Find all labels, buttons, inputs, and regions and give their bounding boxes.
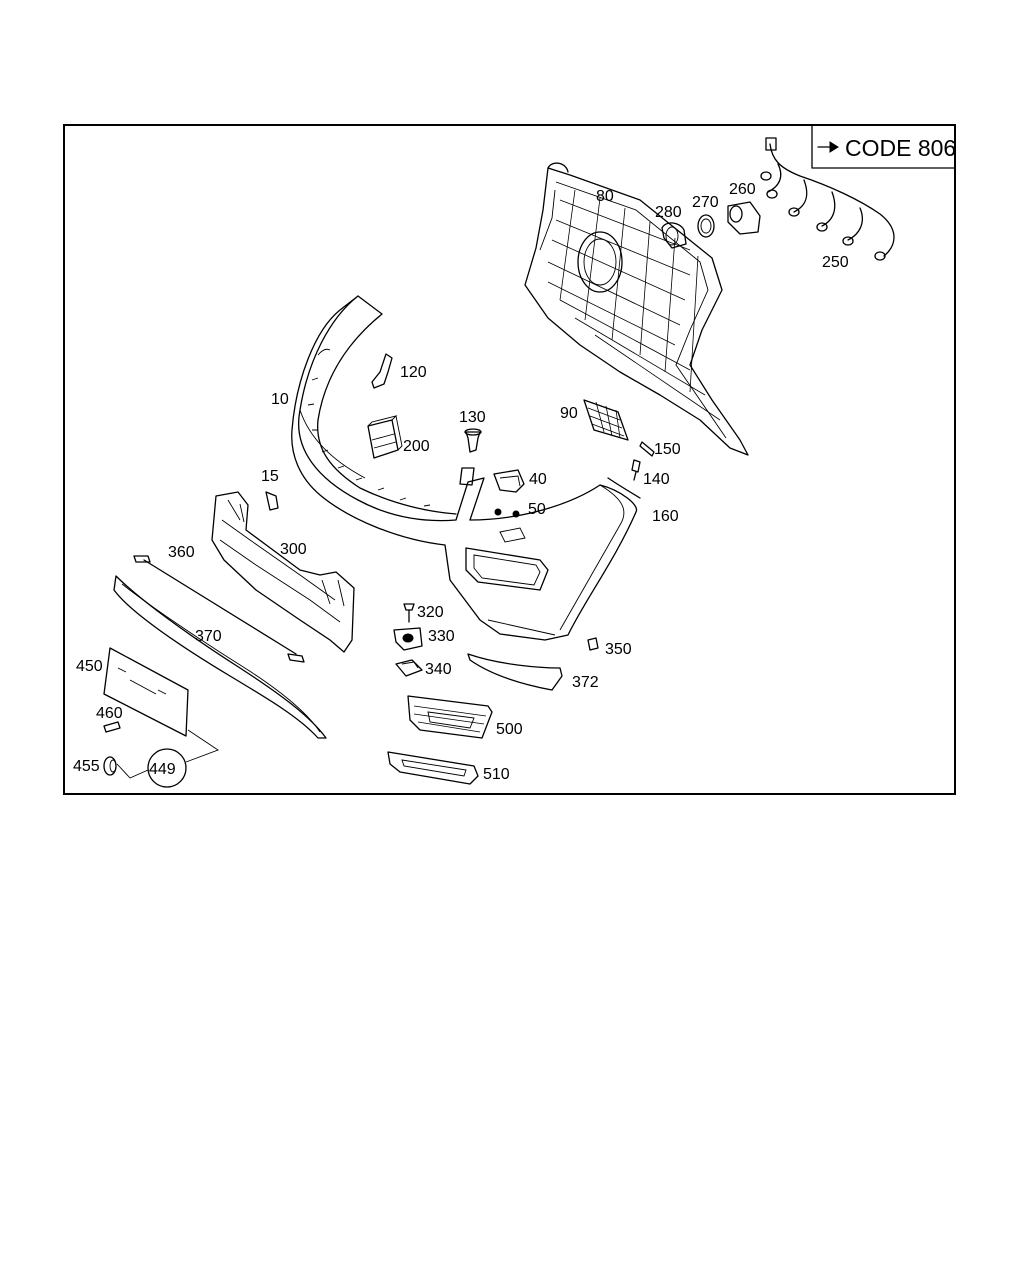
grille-insert-90	[583, 399, 629, 441]
label-455: 455	[73, 758, 100, 775]
assembly-callout-449: 449	[116, 729, 219, 788]
label-140: 140	[643, 471, 670, 488]
fasteners-50	[494, 508, 520, 518]
sensor-ring-270	[697, 214, 715, 238]
label-160: 160	[652, 508, 679, 525]
label-360: 360	[168, 544, 195, 561]
clip-15	[265, 491, 279, 511]
energy-absorber	[211, 491, 355, 653]
trim-strip-372	[467, 653, 563, 691]
nut-455	[103, 756, 117, 776]
label-90: 90	[560, 405, 578, 422]
screw-460	[103, 721, 121, 733]
screw-140	[631, 459, 641, 481]
label-300: 300	[280, 541, 307, 558]
label-320: 320	[417, 604, 444, 621]
label-10: 10	[271, 391, 289, 408]
label-270: 270	[692, 194, 719, 211]
lower-grille-insert	[407, 695, 493, 739]
radiator-grille	[524, 162, 749, 456]
parking-sensor-260	[727, 201, 761, 235]
callout-449-label: 449	[149, 761, 176, 778]
label-260: 260	[729, 181, 756, 198]
label-500: 500	[496, 721, 523, 738]
clip-350	[587, 637, 599, 651]
label-15: 15	[261, 468, 279, 485]
label-370: 370	[195, 628, 222, 645]
label-340: 340	[425, 661, 452, 678]
license-plate-bracket	[103, 647, 189, 737]
label-50: 50	[528, 501, 546, 518]
clip-340	[395, 659, 423, 677]
parking-sensor-280	[661, 222, 687, 249]
label-130: 130	[459, 409, 486, 426]
label-510: 510	[483, 766, 510, 783]
bracket-330	[393, 627, 423, 651]
label-372: 372	[572, 674, 599, 691]
label-450: 450	[76, 658, 103, 675]
code-note-text: CODE 806	[845, 135, 954, 161]
label-460: 460	[96, 705, 123, 722]
label-150: 150	[654, 441, 681, 458]
bracket-120	[371, 353, 393, 389]
exploded-parts-diagram: CODE 806	[73, 126, 954, 788]
label-250: 250	[822, 254, 849, 271]
diagram-frame: CODE 806	[63, 124, 956, 795]
label-350: 350	[605, 641, 632, 658]
clip-150	[639, 441, 655, 457]
label-330: 330	[428, 628, 455, 645]
part-labels: 10 15 40 50 80 90 120 130 140 150 160 20…	[73, 181, 849, 783]
wiring-harness	[760, 137, 895, 261]
bolt-320	[403, 603, 415, 623]
label-40: 40	[529, 471, 547, 488]
clip-130	[464, 428, 482, 453]
seal-160	[607, 477, 641, 499]
trim-strip	[133, 555, 305, 663]
label-120: 120	[400, 364, 427, 381]
label-280: 280	[655, 204, 682, 221]
front-bumper	[291, 295, 638, 641]
label-80: 80	[596, 188, 614, 205]
code-note-box: CODE 806	[811, 126, 954, 169]
label-200: 200	[403, 438, 430, 455]
trim-510	[387, 751, 479, 785]
control-unit	[367, 415, 403, 459]
tow-hook-cover	[459, 467, 525, 493]
spoiler-lip	[113, 575, 327, 739]
